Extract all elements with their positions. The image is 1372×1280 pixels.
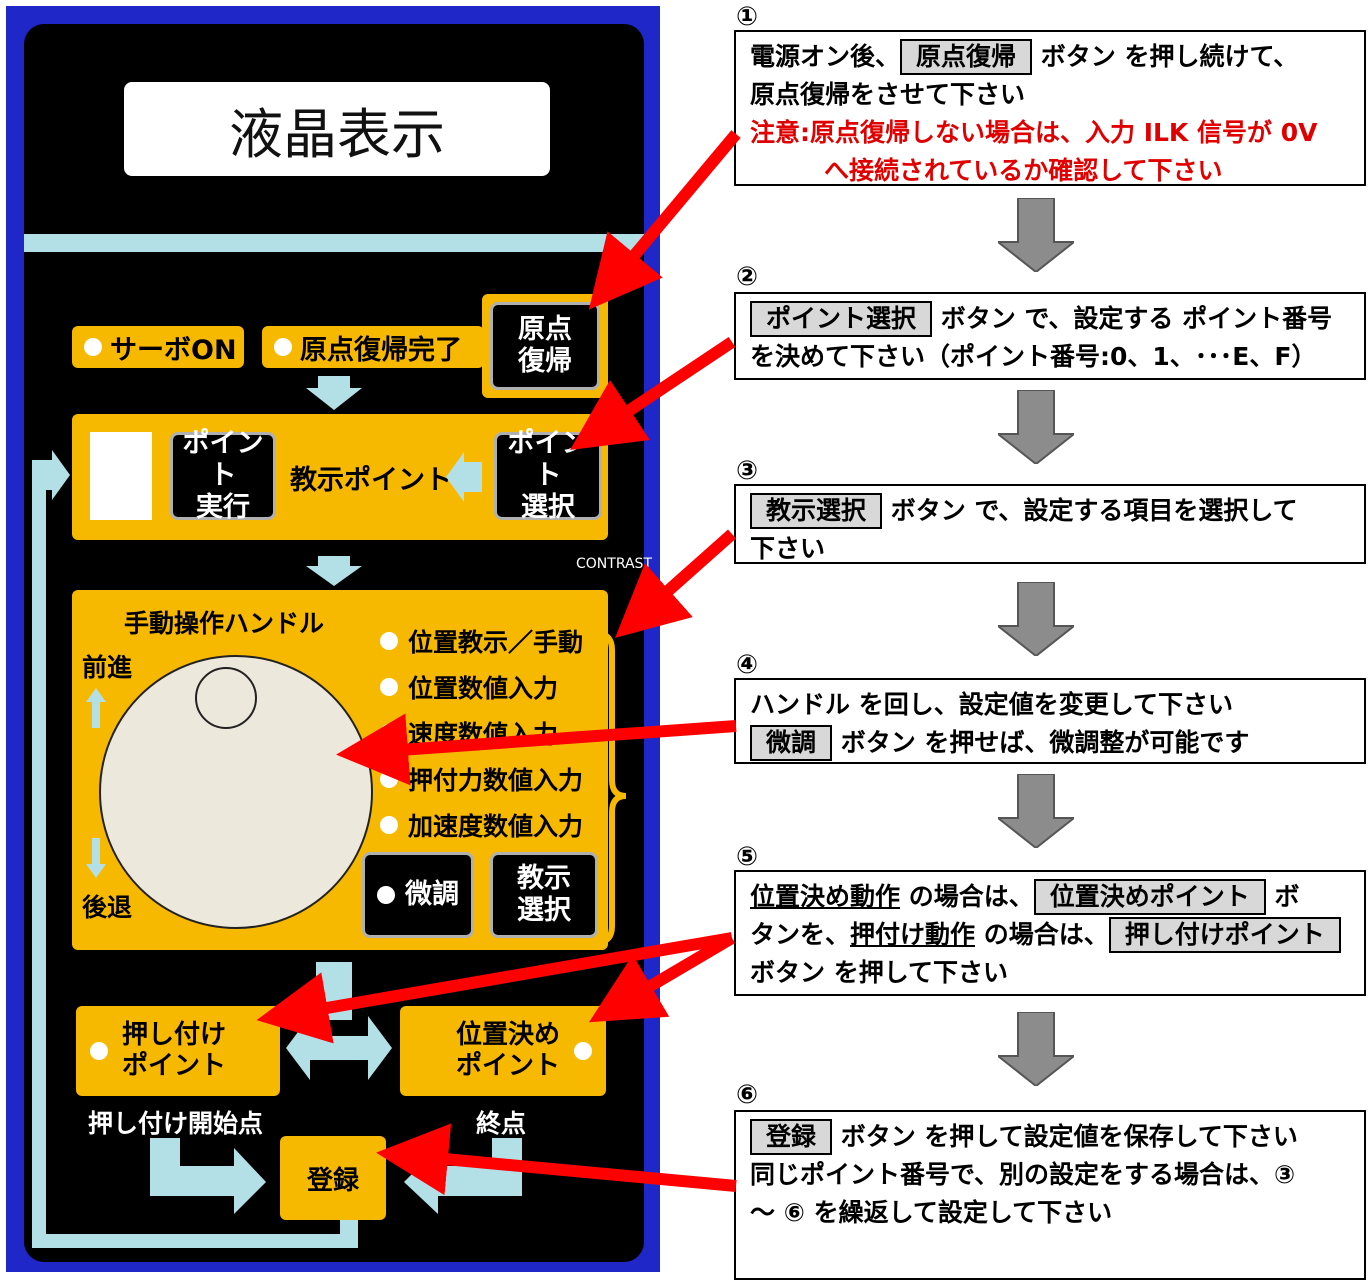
- home-return-button-ref: 原点復帰: [900, 39, 1033, 75]
- teach-select-button[interactable]: 教示 選択: [490, 852, 598, 938]
- step-1-number: ①: [736, 2, 759, 32]
- home-led-icon: [274, 338, 292, 356]
- loop-path-bottom: [32, 1234, 358, 1248]
- flow-arrow-icon: [998, 774, 1074, 848]
- position-point-button[interactable]: 位置決め ポイント: [400, 1006, 606, 1096]
- push-point-button[interactable]: 押し付け ポイント: [76, 1006, 280, 1096]
- flow-arrow-icon: [998, 582, 1074, 656]
- register-button[interactable]: 登録: [280, 1136, 386, 1220]
- mode-item: 位置教示／手動: [380, 618, 583, 664]
- step-3-number: ③: [736, 456, 759, 486]
- step-3-box: 教示選択 ボタン で、設定する項目を選択して 下さい: [734, 484, 1366, 564]
- handle-title: 手動操作ハンドル: [124, 609, 325, 638]
- mode-led-icon: [380, 678, 398, 696]
- end-point-label: 終点: [476, 1109, 527, 1138]
- push-start-label: 押し付け開始点: [88, 1109, 264, 1138]
- point-select-button-ref: ポイント選択: [750, 301, 933, 337]
- panel-divider: [24, 234, 644, 252]
- position-point-button-ref: 位置決めポイント: [1033, 879, 1266, 915]
- home-done-indicator: 原点復帰完了: [262, 326, 484, 368]
- mode-led-icon: [380, 816, 398, 834]
- arrow-to-register: [376, 1123, 737, 1196]
- flow-arrow-icon: [998, 390, 1074, 464]
- point-select-button[interactable]: ポイント 選択: [494, 428, 602, 523]
- double-arrow-icon: [286, 1016, 392, 1080]
- step-6-number: ⑥: [736, 1080, 759, 1110]
- step-4-number: ④: [736, 650, 759, 680]
- left-arrow-icon: [446, 452, 482, 502]
- mode-led-icon: [380, 632, 398, 650]
- fine-adjust-button[interactable]: 微調: [362, 852, 474, 938]
- fine-adjust-button-ref: 微調: [750, 725, 833, 761]
- step-6-box: 登録 ボタン を押して設定値を保存して下さい 同じポイント番号で、別の設定をする…: [734, 1110, 1366, 1280]
- forward-label: 前進: [82, 653, 133, 682]
- push-point-button-ref: 押し付けポイント: [1108, 917, 1341, 953]
- home-return-button[interactable]: 原点 復帰: [490, 302, 600, 390]
- arrow-to-point-select: [570, 337, 736, 450]
- mode-item: 加速度数値入力: [380, 802, 583, 848]
- point-exec-button[interactable]: ポイント 実行: [170, 428, 276, 523]
- servo-led-icon: [84, 338, 102, 356]
- step-2-box: ポイント選択 ボタン で、設定する ポイント番号 を決めて下さい（ポイント番号:…: [734, 292, 1366, 380]
- right-arrow-icon: [150, 1138, 266, 1214]
- arrow-to-push-point: [256, 932, 734, 1044]
- servo-on-indicator: サーボON: [72, 326, 244, 368]
- handle-dial-icon[interactable]: [98, 654, 374, 930]
- register-button-ref: 登録: [750, 1119, 833, 1155]
- teach-point-label: 教示ポイント: [290, 465, 452, 496]
- step-5-number: ⑤: [736, 842, 759, 872]
- mode-item: 押付力数値入力: [380, 756, 583, 802]
- loop-path-left: [32, 462, 46, 1248]
- arrow-to-home-button: [588, 130, 741, 310]
- flow-arrow-icon: [998, 198, 1074, 272]
- step-5-box: 位置決め動作 の場合は、位置決めポイント ボ タンを、押付け動作 の場合は、押し…: [734, 870, 1366, 996]
- fine-led-icon: [377, 886, 395, 904]
- mode-item: 位置数値入力: [380, 664, 583, 710]
- step-1-box: 電源オン後、原点復帰 ボタン を押し続けて、 原点復帰をさせて下さい 注意:原点…: [734, 30, 1366, 186]
- push-led-icon: [90, 1042, 108, 1060]
- arrow-to-position-point: [588, 932, 736, 1023]
- step-4-box: ハンドル を回し、設定値を変更して下さい 微調 ボタン を押せば、微調整が可能で…: [734, 678, 1366, 764]
- arrow-to-teach-select: [615, 529, 736, 638]
- lcd-display: 液晶表示: [124, 82, 550, 176]
- position-led-icon: [574, 1042, 592, 1060]
- flow-arrow-icon: [998, 1012, 1074, 1086]
- backward-label: 後退: [82, 893, 133, 922]
- bracket-icon: [597, 631, 627, 945]
- arrow-to-handle: [336, 713, 737, 786]
- step-2-number: ②: [736, 262, 759, 292]
- backward-arrow-icon: [86, 838, 106, 878]
- down-arrow-icon: [306, 376, 362, 410]
- loop-arrow-icon: [32, 450, 70, 500]
- down-arrow-icon-2: [306, 556, 362, 586]
- forward-arrow-icon: [86, 688, 106, 728]
- teach-select-button-ref: 教示選択: [750, 493, 883, 529]
- point-display: [90, 432, 152, 520]
